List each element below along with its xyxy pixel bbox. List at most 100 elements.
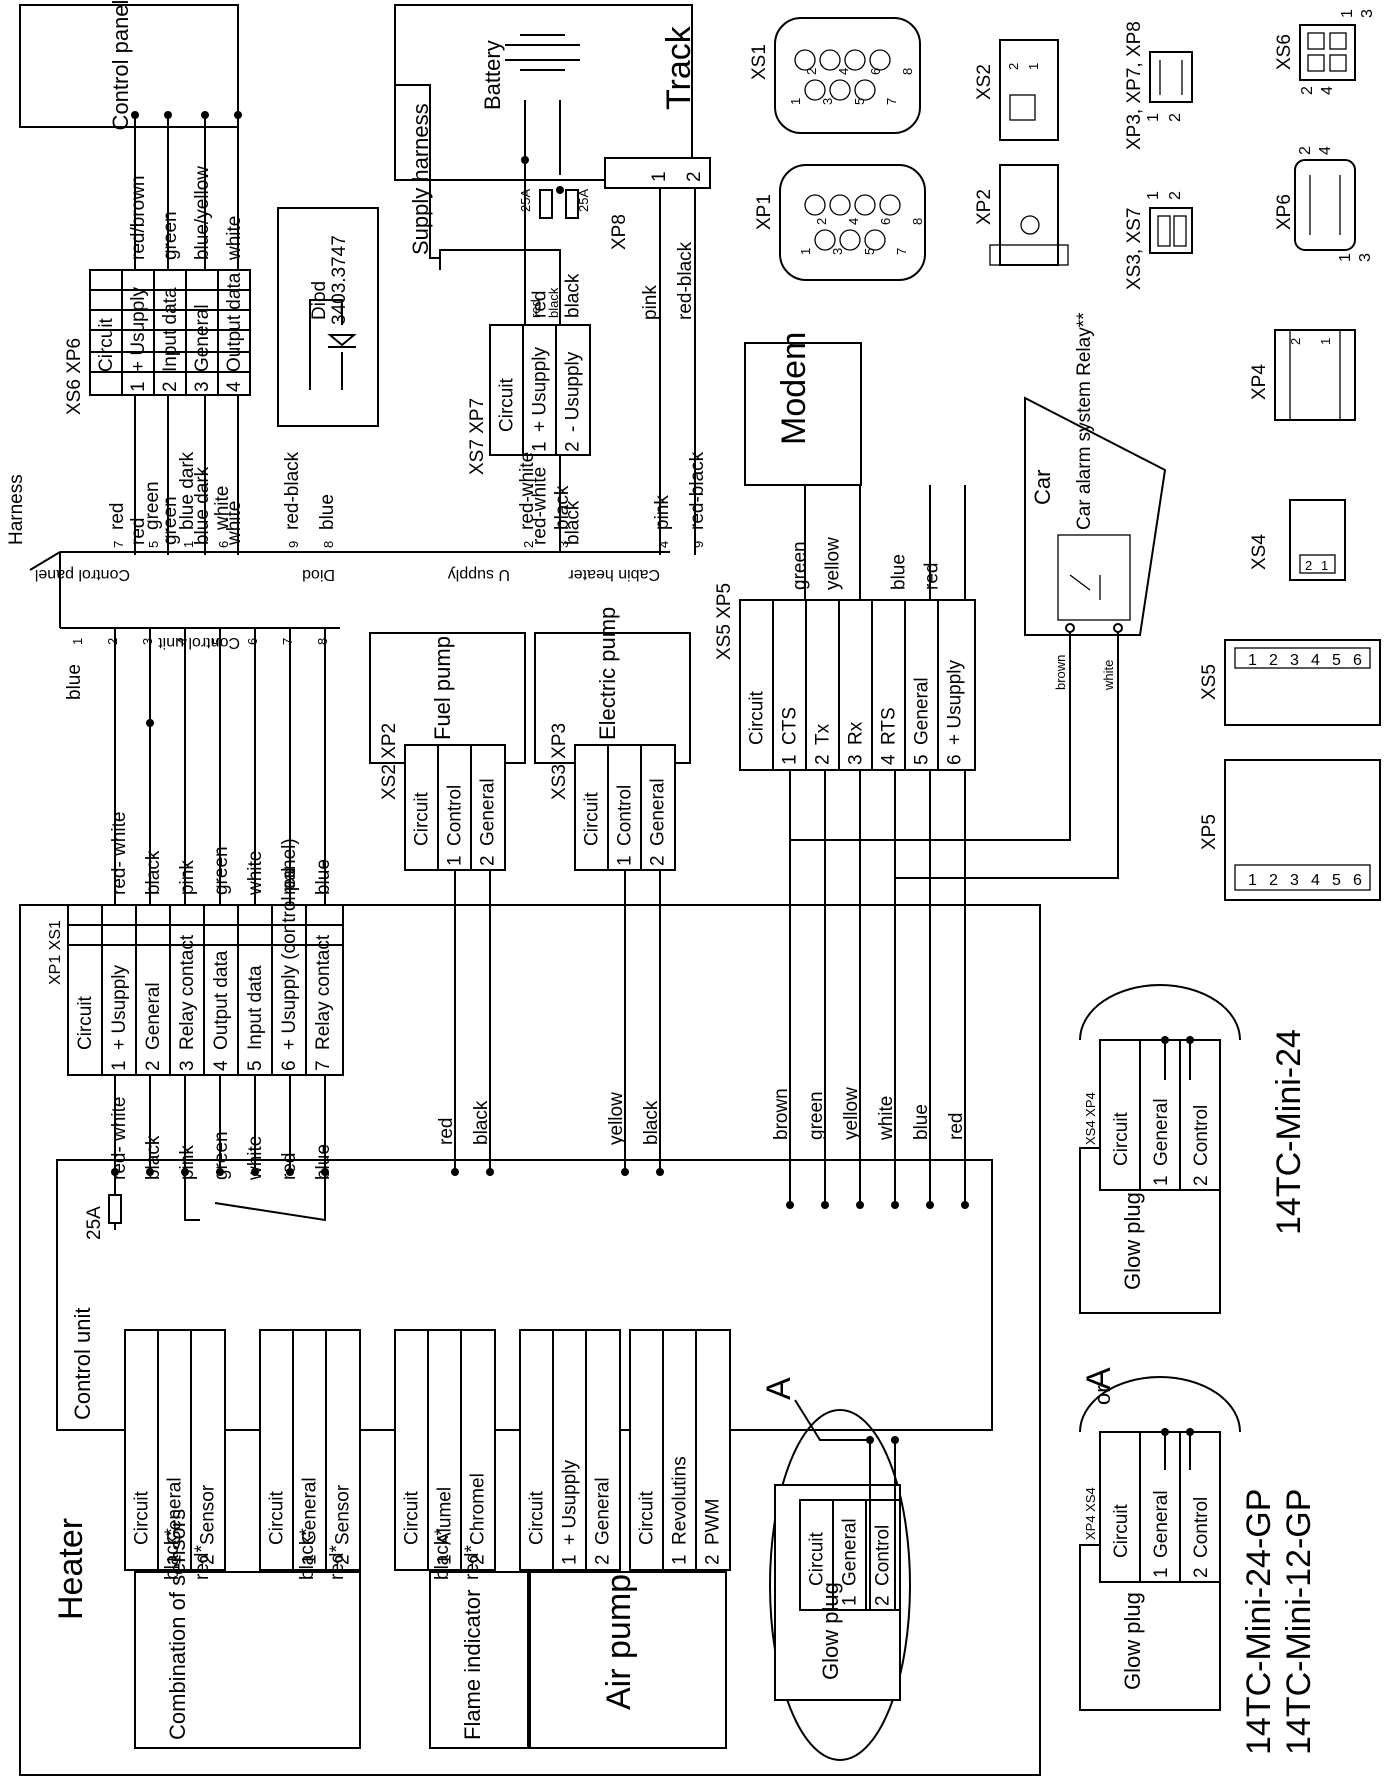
glow_24-pin: 2: [1191, 1175, 1212, 1186]
glow-gp-junction-1: [1161, 1428, 1169, 1436]
wire-label: white: [224, 216, 245, 261]
harness-wire: red-black: [282, 451, 303, 530]
glow_plug-pin: 2: [872, 1595, 893, 1606]
xp6-pin: 4: [1317, 146, 1334, 155]
car-box: [1024, 396, 1167, 636]
xs5-pin: 2: [1269, 652, 1278, 669]
wire-label: blue: [313, 859, 334, 895]
xp1_xs1-pin: 2: [143, 1060, 164, 1071]
connector-xs2-xp2: [404, 744, 506, 871]
wire-label: blue: [911, 1104, 932, 1140]
glow_plug-pin: 1: [839, 1595, 860, 1606]
glow_gp-circuit: Circuit: [1111, 1503, 1132, 1558]
xs5_xp5-circuit: Circuit: [746, 690, 767, 745]
fuel-junction-1: [451, 1168, 459, 1176]
xp4-pin: 2: [1288, 338, 1303, 345]
connector-xs6-xp6: [89, 269, 251, 396]
wire-label: black: [562, 273, 583, 318]
model-24-label: 14TC-Mini-24: [1270, 1029, 1308, 1235]
air_pump_motor-circuit: Circuit: [636, 1490, 657, 1545]
modem-junction-1: [786, 1201, 794, 1209]
xs7_xp7-pin: 2: [562, 441, 583, 452]
xs2_xp2-circuit: Circuit: [411, 791, 432, 846]
xp1_xs1-circuit: Relay contact: [177, 934, 198, 1050]
harness-trunk: [59, 551, 340, 629]
wire-label: red: [921, 563, 942, 590]
harness-wire: black: [552, 485, 573, 530]
xs2_xp2-circuit: Control: [444, 785, 465, 846]
xs5_xp5-pin: 1: [779, 754, 800, 765]
control-unit-wires: [114, 628, 326, 905]
xp1-pin: 8: [910, 218, 925, 225]
electric-junction-2: [656, 1168, 664, 1176]
xp3-pin: 1: [1145, 113, 1162, 122]
harness-pin: 1: [181, 541, 196, 548]
glow-plug-24-label: Glow plug: [1120, 1192, 1145, 1290]
xs6_xp6-pin: 3: [192, 381, 213, 392]
xs5-pin: 4: [1311, 652, 1320, 669]
xs6-pin: 4: [1319, 86, 1336, 95]
connector-xs5-xp5: [739, 599, 976, 771]
xp1_xs1-circuit: Relay contact: [313, 934, 334, 1050]
wire-label: black*: [297, 1528, 318, 1580]
heater-junction-3: [181, 1168, 189, 1176]
wire-label: red*: [462, 1545, 483, 1580]
modem-label: Modem: [775, 332, 813, 445]
wire-label: white: [224, 501, 245, 546]
relay-box: [1057, 534, 1131, 621]
connector-glow-24: [1099, 1039, 1221, 1191]
xs5_xp5-pin: 4: [878, 754, 899, 765]
wire-label: red: [279, 868, 300, 895]
xs6-pin: 3: [1359, 9, 1376, 18]
modem-wires: [804, 485, 966, 608]
xs1-pin: 5: [852, 98, 867, 105]
xs5_xp5-pin: 3: [845, 754, 866, 765]
electric-pump-label: Electric pump: [595, 607, 620, 740]
air-pump-label: Air pump: [600, 1574, 638, 1710]
panel-junction-2: [164, 111, 172, 119]
combination-sensors-label: Combination of sensors: [165, 1509, 190, 1740]
xs7-xp7-title: XS7 XP7: [467, 398, 488, 475]
modem-junction-3: [856, 1201, 864, 1209]
xp1_xs1-pin: 7: [313, 1060, 334, 1071]
control-unit-pin: 7: [280, 638, 295, 645]
pinout-xs1: [774, 17, 921, 134]
wire-label: red/brown: [128, 176, 149, 261]
xp1_xs1-circuit: + Usupply (control panel): [279, 838, 300, 1050]
control-unit-pin: 3: [140, 638, 155, 645]
harness-wire: blue dark: [177, 451, 198, 530]
xp8-title: XP8: [609, 214, 630, 250]
xs5-pin: 5: [1332, 652, 1341, 669]
harness-pin: 2: [521, 541, 536, 548]
pinout-xs4: [1289, 499, 1346, 581]
wire-label: red*: [192, 1545, 213, 1580]
xs3_xp3-circuit: Circuit: [581, 791, 602, 846]
glow_gp-circuit: General: [1151, 1490, 1172, 1558]
harness-pin: 6: [216, 541, 231, 548]
glow_gp-circuit: Control: [1191, 1497, 1212, 1558]
control-unit-pin: 2: [105, 638, 120, 645]
xs5_xp5-circuit: Rx: [845, 721, 866, 745]
pinout-xs5-label: XS5: [1199, 664, 1220, 700]
xs3_xp3-circuit: Control: [614, 785, 635, 846]
wire-label: black: [562, 500, 583, 545]
wire-label: black: [471, 1100, 492, 1145]
supply-wire: black: [546, 287, 561, 318]
modem-junction-2: [821, 1201, 829, 1209]
xp4-pin: 1: [1318, 338, 1333, 345]
xp5-pin: 1: [1248, 872, 1257, 889]
xp1_xs1-circuit: Output data: [211, 950, 232, 1050]
xs3-xp3-title: XS3 XP3: [549, 723, 570, 800]
xs5-pin: 3: [1290, 652, 1299, 669]
xp1_xs1-circuit: Circuit: [75, 995, 96, 1050]
xp1-pin: 4: [846, 218, 861, 225]
section-a-ellipse: [769, 1409, 911, 1761]
xs6_xp6-circuit: General: [192, 304, 213, 372]
connector-xp1-xs1: [67, 904, 344, 1076]
pinout-xp6: [1294, 159, 1356, 251]
heater-junction-4: [216, 1168, 224, 1176]
wire-label: red-white: [529, 467, 550, 545]
wire-label: red- white: [109, 812, 130, 895]
xs2-xp2-title: XS2 XP2: [379, 723, 400, 800]
glow-gp-junction-2: [1186, 1428, 1194, 1436]
